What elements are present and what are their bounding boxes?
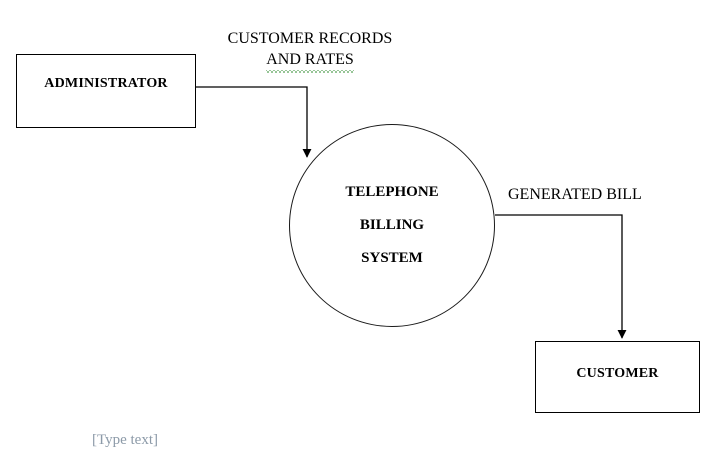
flow-label-line-1: CUSTOMER RECORDS <box>227 30 393 47</box>
process-label-line-3: SYSTEM <box>361 250 423 266</box>
flow-label-generated-bill: GENERATED BILL <box>508 186 642 203</box>
flow-arrow-generated-bill <box>495 214 627 339</box>
flow-label-customer-records-and-rates: CUSTOMER RECORDS AND RATES <box>205 28 415 73</box>
flow-label-line-2-misspelled: AND RATES <box>266 51 354 73</box>
process-label-line-1: TELEPHONE <box>345 184 439 200</box>
process-telephone-billing-system[interactable]: TELEPHONE BILLING SYSTEM <box>289 124 495 327</box>
entity-administrator[interactable]: ADMINISTRATOR <box>16 54 196 128</box>
entity-customer[interactable]: CUSTOMER <box>535 341 700 413</box>
flow-arrow-customer-records <box>196 86 312 158</box>
process-label-line-2: BILLING <box>359 217 425 233</box>
entity-customer-label: CUSTOMER <box>576 366 659 381</box>
entity-administrator-label: ADMINISTRATOR <box>44 76 168 91</box>
type-text-placeholder[interactable]: [Type text] <box>92 432 159 448</box>
